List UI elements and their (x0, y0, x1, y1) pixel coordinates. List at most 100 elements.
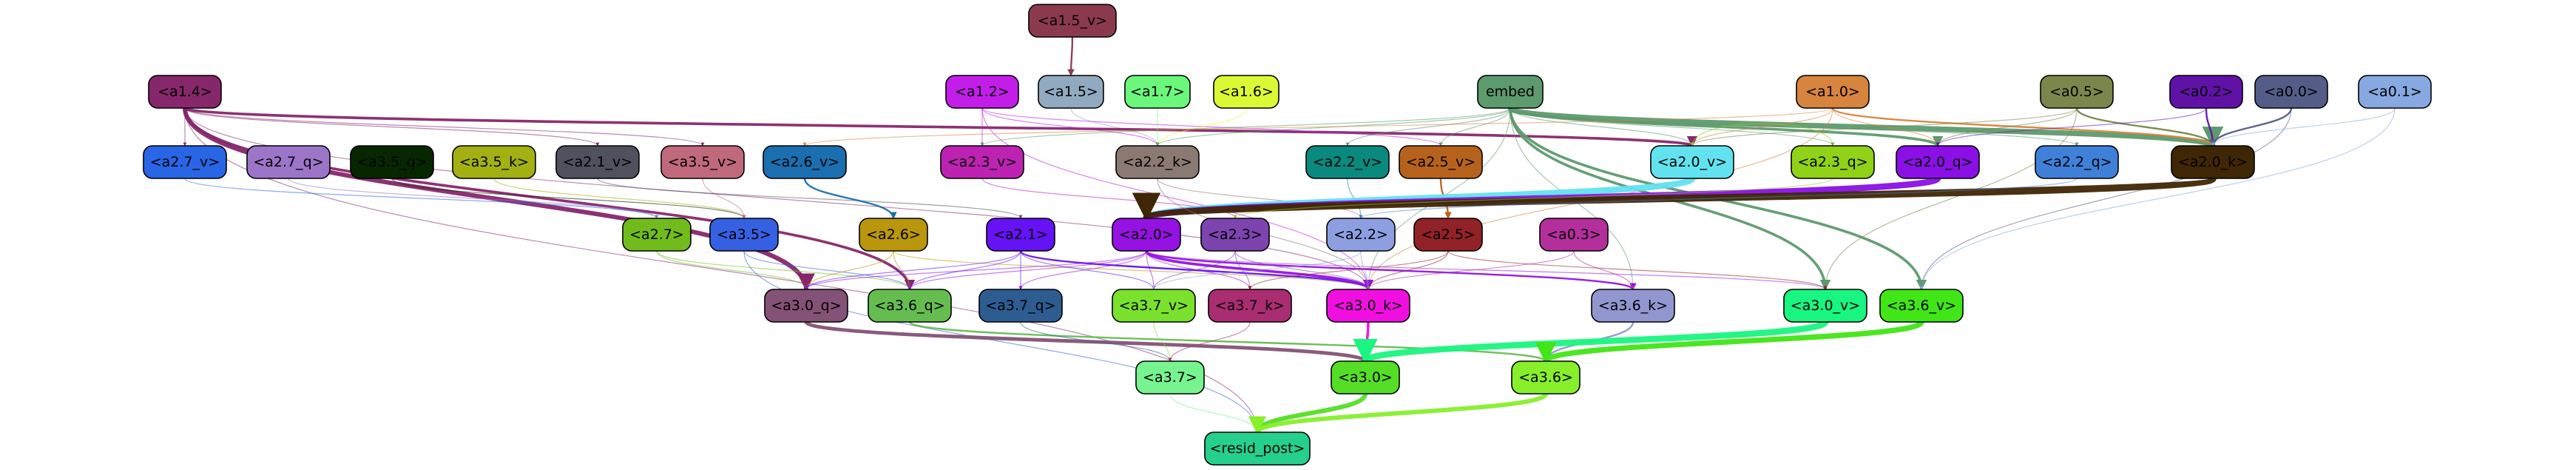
edge-a1_5-to-a2_2_k (1070, 107, 1160, 147)
node-box (452, 145, 536, 179)
node-a2-7-q[interactable]: <a2.7_q> (246, 145, 331, 179)
edge-a3_0_q-to-a3_0 (804, 320, 1373, 363)
node-label: <a3.5_v> (668, 154, 737, 170)
node-a3-5[interactable]: <a3.5> (709, 218, 779, 252)
node-label: <a1.4> (158, 84, 212, 100)
node-label: <a2.6> (866, 226, 921, 243)
edge-a2_6_v-to-a2_6 (803, 178, 897, 219)
node-box (986, 218, 1055, 252)
node-a0-0[interactable]: <a0.0> (2254, 75, 2328, 109)
edge-a2_7-to-a3_6_q (656, 250, 912, 290)
node-a3-7-k[interactable]: <a3.7_k> (1208, 289, 1292, 323)
node-label: <a0.3> (1546, 226, 1601, 243)
node-a2-6[interactable]: <a2.6> (859, 218, 928, 252)
edge-embed-to-a2_5_v (1439, 107, 1511, 147)
edge-a0_5-to-a3_0_v (1823, 107, 2078, 290)
node-a3-6-v[interactable]: <a3.6_v> (1879, 289, 1964, 323)
node-a1-2[interactable]: <a1.2> (945, 75, 1019, 109)
node-a3-0-q[interactable]: <a3.0_q> (764, 289, 848, 323)
node-box (1112, 289, 1196, 323)
node-a3-0-v[interactable]: <a3.0_v> (1783, 289, 1867, 323)
edge-a2_7_v-to-a2_7 (184, 178, 659, 219)
node-label: <a3.7_k> (1215, 298, 1285, 314)
edge-a2_7-to-a3_0_q (656, 250, 808, 290)
node-a3-5-q[interactable]: <a3.5_q> (350, 145, 434, 179)
node-a2-2-q[interactable]: <a2.2_q> (2035, 145, 2119, 179)
edge-a2_0_k-to-a2_0 (1133, 175, 2217, 222)
edge-layer (183, 36, 2396, 434)
node-box (2171, 145, 2255, 179)
node-a2-3-v[interactable]: <a2.3_v> (940, 145, 1024, 179)
node-box (2254, 75, 2328, 109)
node-a2-2-k[interactable]: <a2.2_k> (1115, 145, 1200, 179)
node-a2-6-v[interactable]: <a2.6_v> (763, 145, 847, 179)
node-a3-7[interactable]: <a3.7> (1135, 360, 1205, 395)
node-a2-5-v[interactable]: <a2.5_v> (1399, 145, 1483, 179)
node-label: <a2.1_v> (563, 154, 632, 170)
node-box (2358, 75, 2432, 109)
node-resid-post[interactable]: <resid_post> (1204, 432, 1311, 466)
node-a3-6-k[interactable]: <a3.6_k> (1591, 289, 1675, 323)
node-a3-7-q[interactable]: <a3.7_q> (978, 289, 1063, 323)
node-label: <a2.0_v> (1657, 154, 1727, 170)
node-a2-3-q[interactable]: <a2.3_q> (1791, 145, 1875, 179)
node-a2-1[interactable]: <a2.1> (986, 218, 1055, 252)
node-a2-0[interactable]: <a2.0> (1112, 218, 1181, 252)
node-a2-3[interactable]: <a2.3> (1200, 218, 1270, 252)
node-a1-5[interactable]: <a1.5> (1038, 75, 1104, 109)
node-box (1028, 4, 1117, 38)
node-box (148, 75, 222, 109)
node-a1-5-v[interactable]: <a1.5_v> (1028, 4, 1117, 38)
edge-a1_5_v-to-a1_5 (1067, 36, 1075, 76)
node-a0-3[interactable]: <a0.3> (1539, 218, 1609, 252)
node-a2-2-v[interactable]: <a2.2_v> (1305, 145, 1390, 179)
node-a0-2[interactable]: <a0.2> (2169, 75, 2243, 109)
edge-a2_0-to-a3_6_q (907, 250, 1147, 290)
node-box (1213, 75, 1279, 109)
node-box (868, 289, 952, 323)
node-a3-0-k[interactable]: <a3.0_k> (1326, 289, 1410, 323)
node-a0-1[interactable]: <a0.1> (2358, 75, 2432, 109)
node-a1-4[interactable]: <a1.4> (148, 75, 222, 109)
node-a3-5-v[interactable]: <a3.5_v> (660, 145, 745, 179)
node-box (763, 145, 847, 179)
node-a2-2[interactable]: <a2.2> (1326, 218, 1396, 252)
node-label: <a3.5_k> (459, 154, 529, 170)
node-box (2169, 75, 2243, 109)
edge-a2_5-to-a3_0_k (1366, 250, 1449, 290)
node-a2-1-v[interactable]: <a2.1_v> (555, 145, 640, 179)
node-label: <a2.3_q> (1797, 154, 1867, 170)
node-a2-5[interactable]: <a2.5> (1413, 218, 1483, 252)
node-a2-0-q[interactable]: <a2.0_q> (1896, 145, 1980, 179)
node-box (1135, 360, 1205, 395)
edge-a2_0-to-a3_7_v (1146, 250, 1156, 290)
edge-a2_5-to-a3_0_v (1447, 250, 1828, 290)
edge-a1_4-to-a2_0_v (183, 107, 1697, 147)
node-a3-6[interactable]: <a3.6> (1511, 360, 1581, 395)
node-a3-5-k[interactable]: <a3.5_k> (452, 145, 536, 179)
edge-a1_2-to-a3_0_k (981, 107, 1370, 290)
node-label: <a2.7_v> (150, 154, 220, 170)
node-a1-7[interactable]: <a1.7> (1124, 75, 1191, 109)
edge-a3_0_k-to-a3_0 (1359, 321, 1371, 363)
node-box (350, 145, 434, 179)
node-a0-5[interactable]: <a0.5> (2040, 75, 2114, 109)
node-a2-7[interactable]: <a2.7> (622, 218, 692, 252)
node-label: <a3.6_k> (1598, 298, 1668, 314)
edge-a2_0-to-a3_0_q (804, 250, 1147, 290)
node-a3-6-q[interactable]: <a3.6_q> (868, 289, 952, 323)
node-a1-0[interactable]: <a1.0> (1796, 75, 1870, 109)
node-a3-0[interactable]: <a3.0> (1331, 360, 1400, 395)
node-box (2035, 145, 2119, 179)
node-a2-0-v[interactable]: <a2.0_v> (1650, 145, 1734, 179)
node-embed[interactable]: embed (1477, 75, 1544, 109)
edge-a1_2-to-a2_2_k (981, 107, 1160, 147)
node-box (1650, 145, 1734, 179)
node-a2-7-v[interactable]: <a2.7_v> (143, 145, 227, 179)
node-a2-0-k[interactable]: <a2.0_k> (2171, 145, 2255, 179)
node-a3-7-v[interactable]: <a3.7_v> (1112, 289, 1196, 323)
node-label: <a2.2_k> (1123, 154, 1192, 170)
node-label: <a2.3> (1208, 226, 1262, 243)
node-a1-6[interactable]: <a1.6> (1213, 75, 1279, 109)
